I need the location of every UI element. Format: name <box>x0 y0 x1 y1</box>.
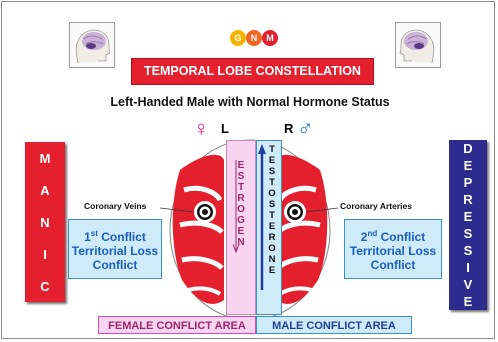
first-conflict-line2: Territorial Loss <box>69 244 161 258</box>
manic-letter: M <box>40 151 51 166</box>
first-conflict-heading: 1st Conflict <box>69 227 161 244</box>
right-target-icon <box>284 201 306 223</box>
manic-letter: C <box>40 279 49 294</box>
left-target-icon <box>194 201 216 223</box>
depressive-letter: S <box>464 226 473 241</box>
brain-head-icon <box>70 23 114 67</box>
depressive-box: D E P R E S S I V E <box>449 140 487 310</box>
manic-letter: I <box>43 247 47 262</box>
logo-letter-m: M <box>262 30 278 46</box>
second-conflict-heading: 2nd Conflict <box>345 227 441 244</box>
left-brain-image <box>69 22 115 68</box>
brain-head-icon <box>396 23 440 67</box>
depressive-letter: E <box>464 294 473 309</box>
depressive-letter: P <box>464 175 473 190</box>
testosterone-letter: S <box>264 166 280 177</box>
conflict-word: Conflict <box>377 230 425 244</box>
first-conflict-box: 1st Conflict Territorial Loss Conflict <box>68 219 162 279</box>
first-conflict-line3: Conflict <box>69 258 161 272</box>
second-conflict-box: 2nd Conflict Territorial Loss Conflict <box>344 219 442 279</box>
logo-letter-g: G <box>230 30 246 46</box>
conflict-word: Conflict <box>98 230 146 244</box>
conflict-ordinal-suffix: st <box>91 229 98 238</box>
testosterone-letter: O <box>264 243 280 254</box>
testosterone-letter: S <box>264 199 280 210</box>
manic-letter: A <box>40 183 49 198</box>
testosterone-letter: T <box>264 144 280 155</box>
depressive-letter: V <box>464 277 473 292</box>
subtitle: Left-Handed Male with Normal Hormone Sta… <box>60 95 440 109</box>
coronary-arteries-label: Coronary Arteries <box>340 201 412 211</box>
gnm-logo: G N M <box>230 30 278 46</box>
depressive-letter: R <box>463 192 472 207</box>
testosterone-letter: T <box>264 210 280 221</box>
male-conflict-area: MALE CONFLICT AREA <box>256 316 412 334</box>
logo-letter-n: N <box>246 30 262 46</box>
testosterone-letter: E <box>264 221 280 232</box>
title-banner: TEMPORAL LOBE CONSTELLATION <box>131 58 374 85</box>
testosterone-label: T E S T O S T E R O N E <box>264 144 280 276</box>
depressive-letter: E <box>464 209 473 224</box>
female-conflict-area: FEMALE CONFLICT AREA <box>98 316 256 334</box>
second-conflict-line3: Conflict <box>345 258 441 272</box>
testosterone-letter: E <box>264 265 280 276</box>
manic-box: M A N I C <box>25 142 65 302</box>
testosterone-letter: N <box>264 254 280 265</box>
depressive-letter: S <box>464 243 473 258</box>
depressive-letter: D <box>463 141 472 156</box>
estrogen-arrow-icon <box>233 158 249 258</box>
depressive-letter: I <box>466 260 470 275</box>
testosterone-letter: T <box>264 177 280 188</box>
testosterone-letter: E <box>264 155 280 166</box>
second-conflict-line2: Territorial Loss <box>345 244 441 258</box>
manic-letter: N <box>40 215 49 230</box>
testosterone-letter: O <box>264 188 280 199</box>
right-brain-image <box>395 22 441 68</box>
testosterone-letter: R <box>264 232 280 243</box>
conflict-ordinal-suffix: nd <box>367 229 377 238</box>
depressive-letter: E <box>464 158 473 173</box>
coronary-veins-label: Coronary Veins <box>84 201 146 211</box>
conflict-ordinal: 1 <box>84 230 91 244</box>
